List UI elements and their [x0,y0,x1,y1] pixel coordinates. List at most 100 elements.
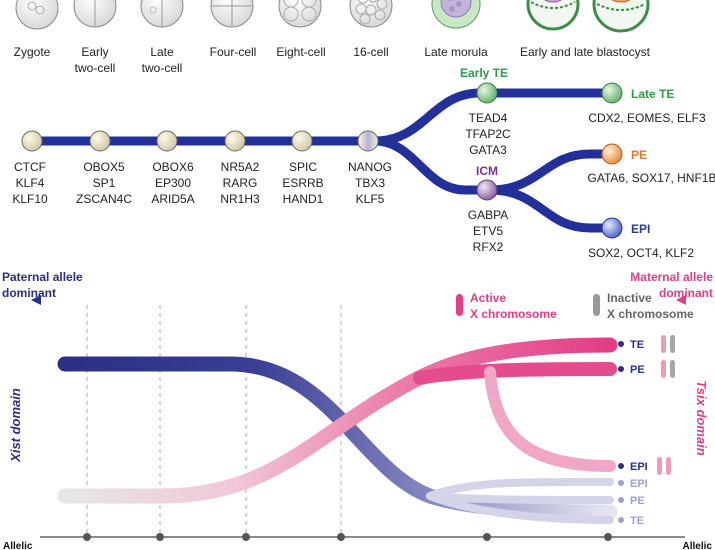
time-dot-3 [242,533,250,541]
tf-early-te-1: TEAD4 [469,111,508,125]
tf-sixteen-cell-2: TBX3 [355,176,385,190]
early-te-label: Early TE [460,66,508,80]
end-epi-paternal-label: EPI [630,478,648,490]
end-te-paternal-dot [618,517,624,523]
tf-zygote-2: KLF4 [16,176,45,190]
left-axis-label-line1: Paternal allele [2,270,83,284]
end-epi-label: EPI [630,461,648,473]
late-two-cell-icon [140,0,184,28]
tf-four-cell-2: RARG [223,176,258,190]
time-dot-6 [604,533,612,541]
stage-blastocyst-label: Early and late blastocyst [520,45,651,59]
tf-eight-cell-1: SPIC [289,160,317,174]
node-pe [601,143,623,165]
legend-inactive-line2: X chromosome [607,307,694,321]
end-epi-dot [618,463,624,469]
end-pe-dot [618,366,624,372]
end-te-paternal-label: TE [630,515,644,527]
time-dot-5 [483,533,491,541]
node-four-cell [224,130,246,152]
lineage-tree [21,82,623,239]
zygote-icon [15,0,59,30]
node-icm [476,179,498,201]
legend-inactive-swatch [593,294,600,316]
tf-icm-3: RFX2 [473,240,504,254]
late-te-label: Late TE [631,87,674,101]
tf-sixteen-cell-1: NANOG [348,160,392,174]
maternal-x-epi-branch [484,366,616,472]
tf-eight-cell-3: HAND1 [283,192,324,206]
end-pe-active-bar [661,360,666,378]
epi-label: EPI [631,222,650,236]
end-pe-paternal-dot [618,497,624,503]
legend-active-line1: Active [470,291,506,305]
stage-zygote-label: Zygote [14,45,51,59]
node-early-two-cell [89,130,111,152]
backbone-te-branch [27,88,617,146]
tf-early-two-cell-3: ZSCAN4C [76,192,132,206]
tf-late-te: CDX2, EOMES, ELF3 [588,111,706,125]
corner-right-label: Allelic [683,541,713,550]
end-te-label: TE [630,339,644,351]
tsix-domain-label: Tsix domain [694,380,709,455]
tf-icm-2: ETV5 [473,224,503,238]
tf-early-two-cell-1: OBOX5 [83,160,125,174]
tf-late-two-cell-2: EP300 [155,176,191,190]
end-te-active-bar [661,335,666,353]
tf-epi: SOX2, OCT4, KLF2 [588,246,694,260]
tf-late-two-cell-1: OBOX6 [152,160,194,174]
left-axis-label-line2: dominant [2,286,56,300]
tf-late-two-cell-3: ARID5A [151,192,194,206]
sixteen-cell-icon [349,0,393,28]
stage-eight-cell-label: Eight-cell [276,45,325,59]
time-dot-1 [83,533,91,541]
end-epi-active-bar-1 [657,457,662,475]
maternal-x-curve [57,337,618,504]
time-dot-4 [337,533,345,541]
late-blastocyst-icon [592,0,650,33]
legend-active-line2: X chromosome [470,307,557,321]
tf-early-two-cell-2: SP1 [93,176,116,190]
end-epi-active-bar-2 [666,457,671,475]
tf-early-te-3: GATA3 [469,143,507,157]
node-late-two-cell [156,130,178,152]
paternal-x-epi-branch [426,477,614,500]
branch-epi [485,185,617,233]
end-pe-label: PE [630,364,645,376]
eight-cell-icon [278,0,322,28]
embryo-icons [15,0,650,33]
paternal-x-pe-branch [426,492,614,504]
time-dot-2 [156,533,164,541]
tf-pe: GATA6, SOX17, HNF1B [588,171,715,185]
paternal-x-curve [57,356,618,520]
tf-eight-cell-2: ESRRB [282,176,323,190]
stage-four-cell-label: Four-cell [210,45,257,59]
stage-late-morula-label: Late morula [424,45,488,59]
maternal-x-pe-branch [413,362,617,385]
right-axis-label-line1: Maternal allele [630,270,713,284]
tf-zygote-1: CTCF [14,160,46,174]
icm-label: ICM [476,164,498,178]
backbone-icm-branch [374,136,490,195]
pe-label: PE [631,148,647,162]
tf-labels: CTCF KLF4 KLF10 OBOX5 SP1 ZSCAN4C OBOX6 … [12,66,715,260]
early-blastocyst-icon [526,0,580,31]
x-chromosome-plot: Paternal allele dominant Maternal allele… [2,270,713,550]
node-epi [601,217,623,239]
end-te-dot [618,341,624,347]
early-two-cell-icon [73,0,117,28]
tf-early-te-2: TFAP2C [465,127,511,141]
tf-four-cell-1: NR5A2 [221,160,260,174]
node-zygote [21,130,43,152]
node-sixteen-cell [357,130,379,152]
end-pe-inactive-bar [670,360,675,378]
end-pe-paternal-label: PE [630,495,645,507]
end-te-inactive-bar [670,335,675,353]
tf-sixteen-cell-3: KLF5 [356,192,385,206]
node-eight-cell [291,130,313,152]
paternal-x-te-branch [426,492,614,524]
